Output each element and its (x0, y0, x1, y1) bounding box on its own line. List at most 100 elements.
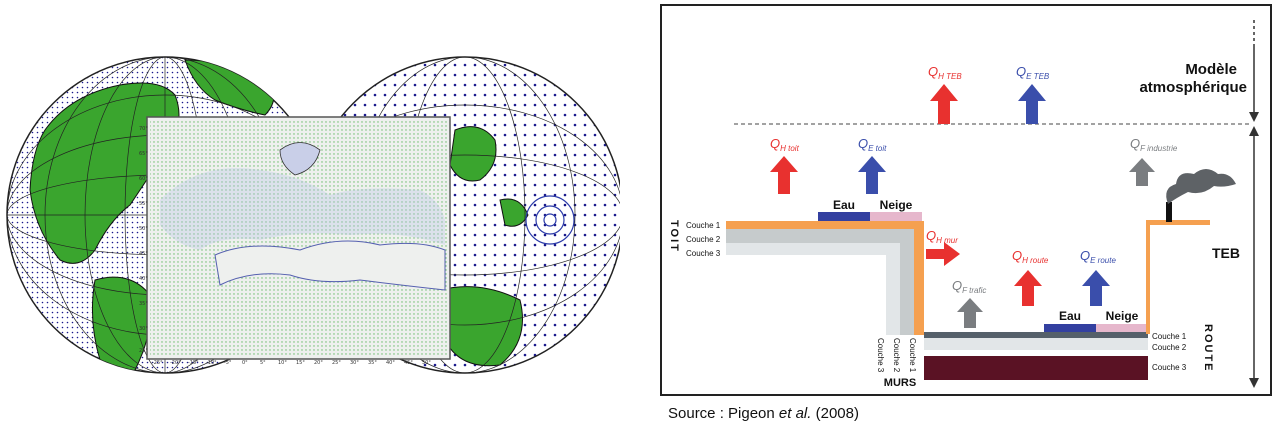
lon-tick: 35° (368, 360, 377, 366)
lat-tick: 25° (139, 348, 148, 354)
industry: QF industrie (1129, 136, 1236, 222)
lat-tick: 70° (139, 126, 148, 132)
road-water-patch (1044, 324, 1096, 332)
qh-toit-flux: QH toit (770, 136, 800, 194)
roof-snow-label: Neige (880, 198, 913, 212)
map-latitude-ticks: 70° 65° 60° 55° 50° 45° 40° 35° 30° 25° (139, 126, 148, 354)
lat-tick: 60° (139, 176, 148, 182)
qe-route-label: QE route (1080, 248, 1116, 265)
grid-focus-rings (525, 195, 575, 245)
qh-route-arrow (1014, 270, 1042, 306)
qh-toit-label: QH toit (770, 136, 800, 153)
qe-route-flux: QE route (1080, 248, 1116, 306)
lat-tick: 45° (139, 251, 148, 257)
roof-layer-1-label: Couche 1 (686, 221, 721, 230)
roof-side-word: TOIT (668, 220, 680, 253)
teb-diagram-svg: Modèle atmosphérique TEB QH TEB QE TEB Q… (668, 20, 1259, 389)
right-building-wall (1146, 220, 1210, 334)
source-year: (2008) (811, 405, 859, 422)
globe-grid-figure: -25° -20° -15° -10° -5° 0° 5° 10° 15° 20… (0, 0, 624, 400)
qe-teb-arrow (1018, 84, 1046, 124)
arrow-head-up (1249, 126, 1259, 136)
qh-teb-flux: QH TEB (928, 64, 962, 124)
lon-tick: 15° (296, 360, 305, 366)
qe-toit-flux: QE toit (858, 136, 887, 194)
walls-label: MURS (884, 377, 916, 389)
road-side-word: ROUTE (1202, 324, 1214, 373)
arrow-head-down (1249, 112, 1259, 122)
lon-tick: 50° (422, 360, 431, 366)
chimney-icon (1166, 202, 1172, 222)
qh-mur-label: QH mur (926, 228, 958, 245)
roof-layer-3-label: Couche 3 (686, 249, 721, 258)
road-snow-patch (1096, 324, 1148, 332)
road-block: Eau Neige Couche 1 Couche 2 Couche 3 ROU… (924, 309, 1214, 380)
road-layer-3 (924, 356, 1148, 380)
roof-layer-1 (726, 221, 924, 229)
teb-diagram: Modèle atmosphérique TEB QH TEB QE TEB Q… (660, 4, 1272, 396)
wall-layer-1 (914, 229, 924, 335)
source-authors: et al. (778, 405, 812, 422)
lon-tick: -15° (188, 360, 199, 366)
qe-route-arrow (1082, 270, 1110, 306)
road-snow-label: Neige (1106, 309, 1139, 323)
roof-water-patch (818, 212, 870, 221)
source-prefix: Source : Pigeon (668, 405, 779, 422)
qf-trafic-label: QF trafic (952, 278, 986, 295)
roof-water-label: Eau (833, 198, 855, 212)
lat-tick: 65° (139, 151, 148, 157)
road-water-label: Eau (1059, 309, 1081, 323)
lon-tick: -5° (224, 360, 232, 366)
lon-tick: 5° (260, 360, 266, 366)
lat-tick: 30° (139, 326, 148, 332)
qh-teb-label: QH TEB (928, 64, 962, 81)
wall-layer-label-1: Couche 2 (892, 338, 901, 373)
lon-tick: 0° (242, 360, 248, 366)
lat-tick: 55° (139, 201, 148, 207)
map-longitude-ticks: -25° -20° -15° -10° -5° 0° 5° 10° 15° 20… (152, 360, 431, 366)
qe-toit-label: QE toit (858, 136, 887, 153)
qh-mur-arrow (926, 242, 960, 266)
qh-teb-arrow (930, 84, 958, 124)
road-layer-3-label: Couche 3 (1152, 363, 1187, 372)
qe-teb-flux: QE TEB (1016, 64, 1050, 124)
qh-mur-flux: QH mur (926, 228, 960, 266)
walls-block: Couche 3 Couche 2 Couche 1 MURS (876, 229, 924, 389)
road-layer-2 (924, 338, 1148, 350)
wall-layer-3 (886, 255, 900, 335)
lon-tick: 40° (386, 360, 395, 366)
roof-layer-2 (726, 229, 914, 243)
lat-tick: 35° (139, 301, 148, 307)
teb-label: TEB (1212, 245, 1240, 261)
lon-tick: 25° (332, 360, 341, 366)
wall-layer-label-0: Couche 3 (876, 338, 885, 373)
lon-tick: 30° (350, 360, 359, 366)
qh-route-flux: QH route (1012, 248, 1049, 306)
roof-block: Eau Neige Couche 1 Couche 2 Couche 3 TOI… (668, 198, 924, 258)
smoke-icon (1166, 169, 1236, 204)
roof-snow-patch (870, 212, 922, 221)
lat-tick: 50° (139, 226, 148, 232)
roof-layer-2-label: Couche 2 (686, 235, 721, 244)
atmos-model-label-1: Modèle (1185, 61, 1237, 78)
arrow-head-bottom (1249, 378, 1259, 388)
wall-layer-label-2: Couche 1 (908, 338, 917, 373)
qf-industrie-label: QF industrie (1130, 136, 1178, 153)
roof-layer-3 (726, 243, 902, 255)
qe-teb-label: QE TEB (1016, 64, 1050, 81)
lon-tick: -10° (206, 360, 217, 366)
wall-layer-2 (900, 243, 914, 335)
lat-tick: 40° (139, 276, 148, 282)
qh-route-label: QH route (1012, 248, 1049, 265)
source-caption: Source : Pigeon et al. (2008) (668, 405, 859, 422)
qf-trafic-flux: QF trafic (952, 278, 986, 328)
regional-map-inset: -25° -20° -15° -10° -5° 0° 5° 10° 15° 20… (139, 116, 451, 366)
lon-tick: 45° (404, 360, 413, 366)
lon-tick: -25° (152, 360, 163, 366)
qf-trafic-arrow (957, 298, 983, 328)
lon-tick: -20° (170, 360, 181, 366)
globe-grid-svg: -25° -20° -15° -10° -5° 0° 5° 10° 15° 20… (6, 56, 624, 374)
lon-tick: 20° (314, 360, 323, 366)
lon-tick: 10° (278, 360, 287, 366)
qe-toit-arrow (858, 156, 886, 194)
